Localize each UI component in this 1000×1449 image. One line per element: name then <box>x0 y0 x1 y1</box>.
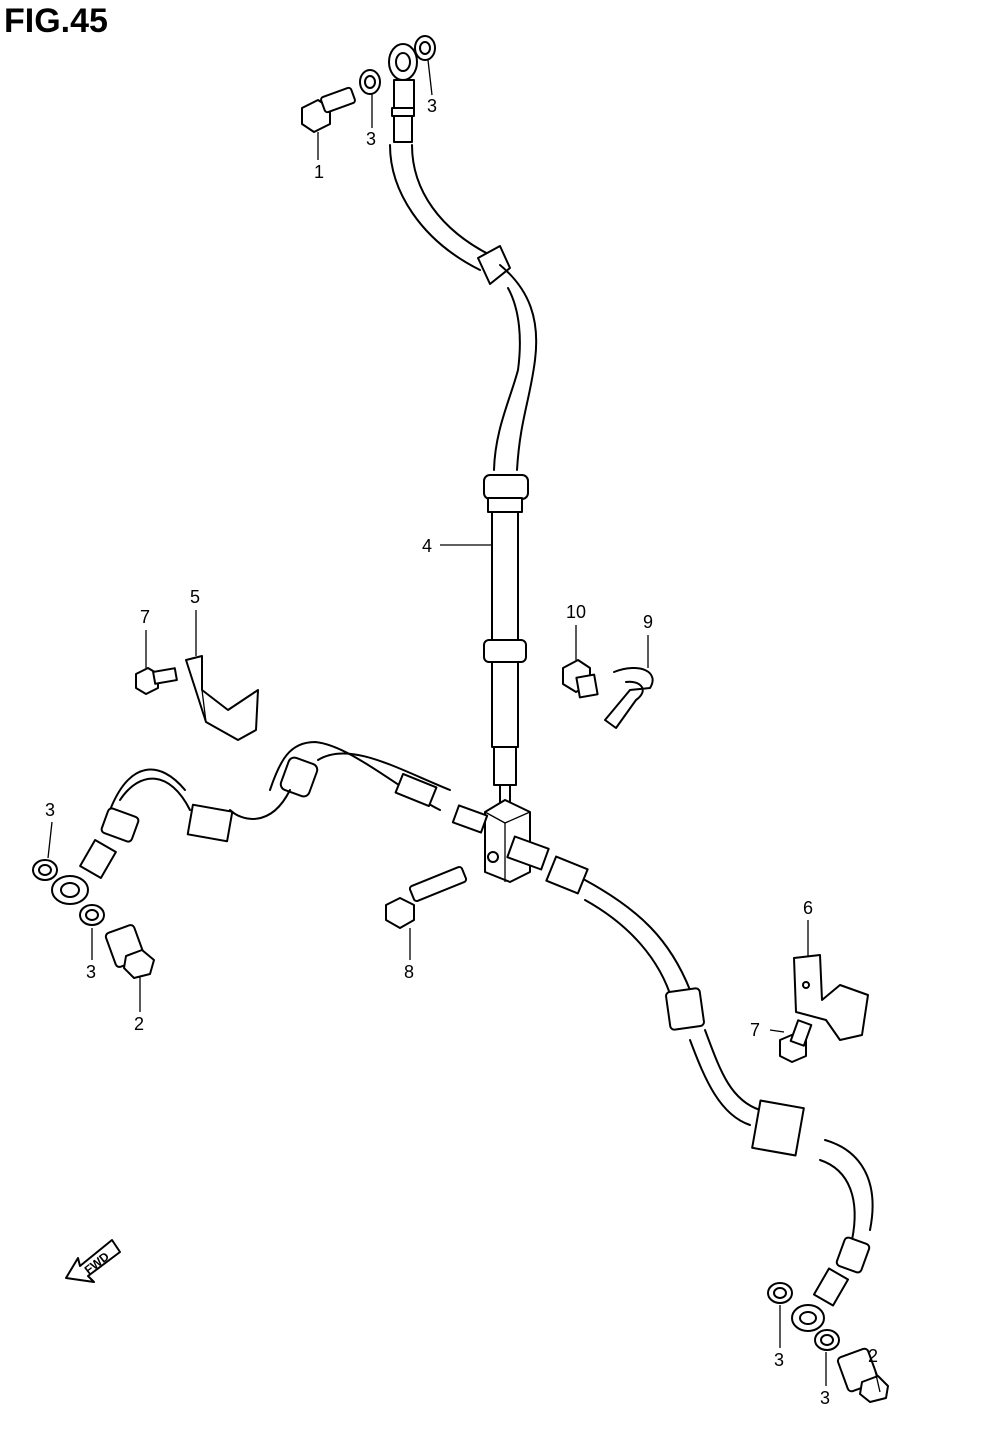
callout-8: 8 <box>404 962 414 982</box>
callout-3-left-upper: 3 <box>45 800 55 820</box>
bolt-bracket-right <box>779 1019 813 1063</box>
callout-3-right-upper: 3 <box>774 1350 784 1370</box>
leader-lines <box>47 59 881 1393</box>
callout-2-left: 2 <box>134 1014 144 1034</box>
hose-bracket-left <box>185 655 259 741</box>
callout-3-top-right: 3 <box>427 96 437 116</box>
callout-6: 6 <box>803 898 813 918</box>
left-brake-hose <box>51 741 489 905</box>
callout-3-right-lower: 3 <box>820 1388 830 1408</box>
banjo-bolt-right <box>836 1347 889 1403</box>
right-brake-hose <box>506 835 874 1332</box>
callout-3-left-lower: 3 <box>86 962 96 982</box>
bolt-clamp <box>562 659 599 699</box>
figure-title: FIG.45 <box>4 2 108 40</box>
hose-bracket-right <box>793 954 869 1041</box>
upper-brake-hose <box>388 43 538 811</box>
callout-3-top-left: 3 <box>366 129 376 149</box>
callout-7-left: 7 <box>140 607 150 627</box>
bolt-bracket-left <box>135 667 178 695</box>
callout-1: 1 <box>314 162 324 182</box>
callout-7-right: 7 <box>750 1020 760 1040</box>
callout-5: 5 <box>190 587 200 607</box>
banjo-bolt-top <box>301 86 356 133</box>
callout-4: 4 <box>422 536 432 556</box>
callout-10: 10 <box>566 602 586 622</box>
callout-9: 9 <box>643 612 653 632</box>
fwd-arrow: FWD <box>65 1239 121 1283</box>
hose-clamp <box>604 667 654 729</box>
banjo-bolt-left <box>104 924 155 979</box>
callout-2-right: 2 <box>868 1346 878 1366</box>
union-bolt <box>385 865 468 929</box>
